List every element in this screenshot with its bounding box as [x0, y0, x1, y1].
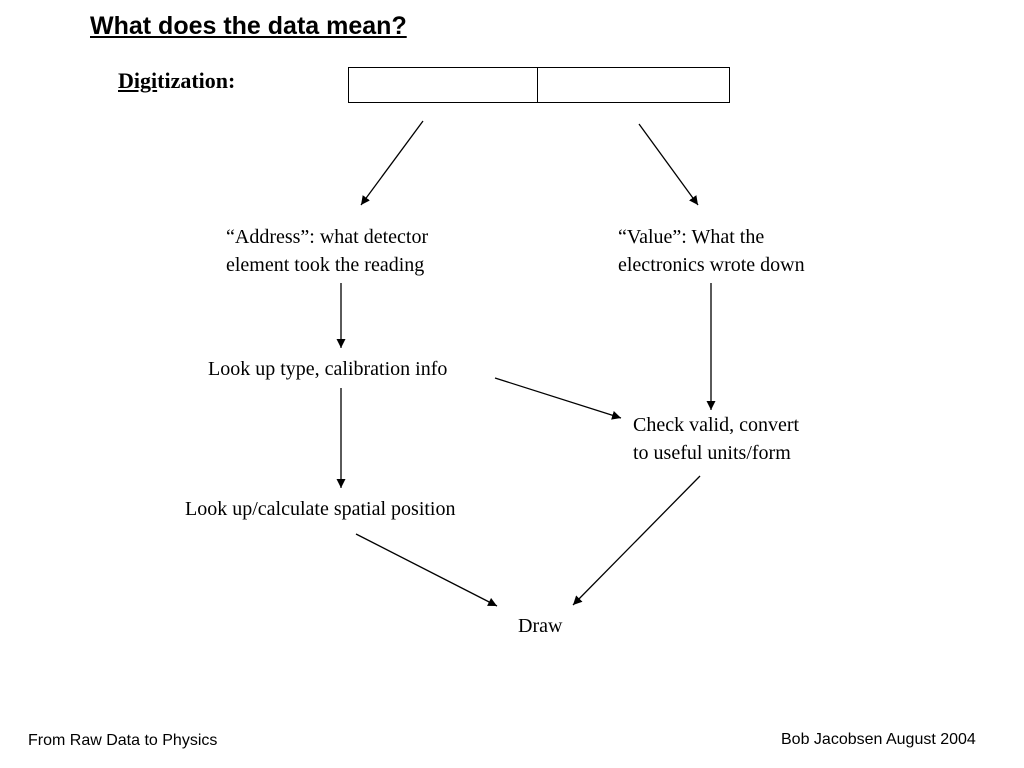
footer-left: From Raw Data to Physics: [28, 732, 218, 749]
data-word-box: [348, 67, 730, 103]
arrow-check-valid-to-draw: [572, 475, 701, 606]
arrow-box-to-value: [638, 123, 699, 206]
address-line-1: “Address”: what detector: [226, 226, 429, 248]
address-line-2: element took the reading: [226, 254, 425, 276]
lookup-position-node: Look up/calculate spatial position: [185, 495, 456, 523]
value-line-2: electronics wrote down: [618, 254, 805, 276]
digitization-heading: Digitization:: [118, 68, 235, 94]
slide-title: What does the data mean?: [90, 12, 407, 40]
lookup-type-node: Look up type, calibration info: [208, 355, 447, 383]
address-node: “Address”: what detector element took th…: [226, 223, 428, 279]
draw-node: Draw: [518, 612, 562, 640]
lookup-position-text: Look up/calculate spatial position: [185, 498, 456, 520]
arrow-lookup-type-to-check-valid: [494, 377, 622, 420]
digitization-heading-rest: tization:: [157, 68, 236, 93]
address-field-box: [349, 68, 538, 102]
draw-text: Draw: [518, 615, 563, 637]
arrow-position-to-draw: [355, 533, 498, 607]
arrow-box-to-address: [360, 120, 424, 206]
digitization-heading-underlined: Digi: [118, 68, 158, 93]
footer-right: Bob Jacobsen August 2004: [781, 731, 976, 748]
check-valid-line-2: to useful units/form: [633, 442, 791, 464]
check-valid-line-1: Check valid, convert: [633, 414, 800, 436]
value-node: “Value”: What the electronics wrote down: [618, 223, 805, 279]
lookup-type-text: Look up type, calibration info: [208, 358, 448, 380]
value-line-1: “Value”: What the: [618, 226, 765, 248]
check-valid-node: Check valid, convert to useful units/for…: [633, 411, 799, 467]
